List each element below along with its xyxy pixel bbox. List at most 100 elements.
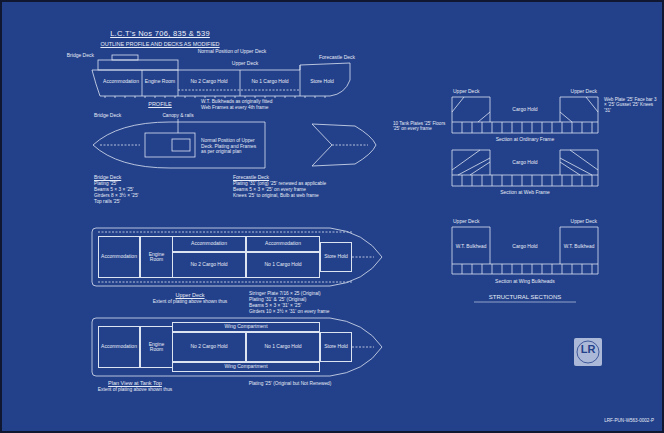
upper-deck-plan (92, 228, 382, 286)
lr-logo (574, 338, 602, 366)
compartment-box: Store Hold (320, 332, 352, 362)
section-caption: Section at Web Frame (499, 190, 551, 196)
view-heading: Plan View at Tank Top (107, 380, 163, 386)
compartment-name: Store Hold (323, 344, 349, 350)
scantling-heading: Bridge Deck (93, 175, 122, 181)
view-heading: PROFILE (147, 101, 173, 107)
compartment-name: Accommodation (102, 79, 140, 85)
compartment-name: Accommodation (100, 344, 138, 350)
compartment-box: Store Hold (320, 242, 352, 272)
heading-rules (474, 302, 576, 303)
deck-name: Upper Deck (452, 219, 480, 225)
section-caption: Section at Ordinary Frame (495, 137, 556, 143)
section-caption: Section at Wing Bulkheads (494, 279, 556, 285)
section-ordinary-frame (452, 97, 598, 133)
compartment-box: Engine Room (140, 326, 173, 368)
upper-deck-plan (98, 232, 352, 282)
compartment-name: Cargo Hold (511, 244, 538, 250)
compartment-box: No 1 Cargo Hold (246, 252, 320, 278)
drawing-title: L.C.T's Nos 706, 835 & 539 (109, 30, 211, 39)
compartment-name: Accommodation (264, 241, 302, 247)
bridge-deck-plan (93, 119, 265, 168)
deck-name: Upper Deck (570, 219, 598, 225)
compartment-name: No 1 Cargo Hold (250, 79, 289, 85)
compartment-name: Accommodation (190, 241, 228, 247)
scantling-note: Plating '25' (93, 181, 118, 187)
section-wing-bulkheads (452, 227, 598, 274)
forecastle-deck-plan (312, 124, 376, 166)
section-ordinary-frame (462, 122, 592, 133)
view-heading: STRUCTURAL SECTIONS (488, 294, 562, 301)
bulkhead-name: W.T. Bulkhead (455, 244, 488, 250)
profile-hull (105, 96, 325, 98)
compartment-name: Engine Room (144, 79, 176, 85)
tank-top-plan (92, 318, 382, 376)
bridge-deck-plan (100, 145, 140, 146)
section-wing-bulkheads (452, 227, 598, 228)
compartment-box: Wing Compartment (172, 322, 320, 332)
deck-name: Upper Deck (452, 89, 480, 95)
logo-text: LR (580, 343, 597, 356)
upper-deck-plan (92, 228, 382, 286)
compartment-name: Wing Compartment (223, 364, 268, 370)
profile-hull (178, 90, 300, 91)
profile-hull (142, 65, 300, 96)
deck-name: Bridge Deck (93, 113, 122, 119)
view-heading: Upper Deck (174, 292, 205, 298)
compartment-box: Accommodation (98, 236, 140, 278)
compartment-box: Accommodation (246, 236, 320, 252)
compartment-name: No 1 Cargo Hold (263, 262, 302, 268)
drawing-note: W.T. Bulkheads as originally fitted (200, 99, 273, 105)
forecastle-deck-plan (332, 145, 368, 146)
compartment-name: No 2 Cargo Hold (189, 79, 228, 85)
drawing-note: Canopy & rails (161, 113, 194, 119)
section-web-frame (452, 150, 598, 186)
heading-rules (474, 302, 576, 303)
compartment-name: Engine Room (141, 252, 172, 263)
drawing-note: Web Frames at every 4th frame (200, 105, 269, 111)
compartment-name: No 1 Cargo Hold (263, 344, 302, 350)
section-ordinary-frame (452, 97, 598, 98)
scantling-note: Web Plate '25' Face bar 3 × '25' Gusset … (603, 97, 660, 113)
compartment-name: Accommodation (100, 254, 138, 260)
compartment-box: Engine Room (140, 236, 173, 278)
bulkhead-name: W.T. Bulkhead (563, 244, 596, 250)
scantling-note: Plating '31' & '25' (Original) (248, 297, 307, 303)
compartment-box: Accommodation (172, 236, 246, 252)
deck-name: Bridge Deck (66, 53, 95, 59)
section-web-frame (452, 150, 598, 151)
profile-hull (92, 63, 350, 96)
section-wing-bulkheads (462, 264, 592, 274)
bridge-deck-plan (178, 119, 179, 133)
scantling-note: Beams 5 × 3 × '25' (93, 187, 135, 193)
deck-name: Forecastle Deck (318, 55, 356, 61)
upper-deck-plan (352, 257, 374, 258)
tank-top-plan (92, 318, 382, 376)
section-web-frame (462, 175, 592, 186)
scantling-note: Plating '25' (Original but Not Renewed) (248, 381, 333, 387)
compartment-box: No 1 Cargo Hold (246, 332, 320, 362)
section-ordinary-frame (452, 97, 598, 122)
compartment-name: Cargo Hold (511, 107, 538, 113)
catalogue-reference: LRF-PUN-W563-0002-P (603, 418, 655, 423)
scantling-note: Girders 10 × 3½ × '31' on every frame (248, 309, 331, 315)
scantling-note: Top rails '25' (93, 199, 121, 205)
scantling-note: Plating '31' (orig) '25' renewed as appl… (232, 181, 327, 187)
compartment-box: Wing Compartment (172, 362, 320, 372)
compartment-name: No 2 Cargo Hold (189, 262, 228, 268)
drawing-note: Normal Position of Upper Deck. Plating a… (200, 138, 260, 155)
deck-name: Upper Deck (231, 61, 259, 67)
scantling-note: Beams 5 × 3 × '25' on every frame (232, 187, 307, 193)
deck-name: Upper Deck (570, 89, 598, 95)
scantling-note: Beams 5 × 3 × '31' × '25' (248, 303, 302, 309)
forecastle-deck-plan (312, 124, 376, 166)
lr-logo (577, 341, 599, 363)
section-wing-bulkheads (452, 227, 598, 274)
section-ordinary-frame (452, 97, 598, 133)
compartment-name: Cargo Hold (511, 160, 538, 166)
compartment-name: Engine Room (141, 342, 172, 353)
